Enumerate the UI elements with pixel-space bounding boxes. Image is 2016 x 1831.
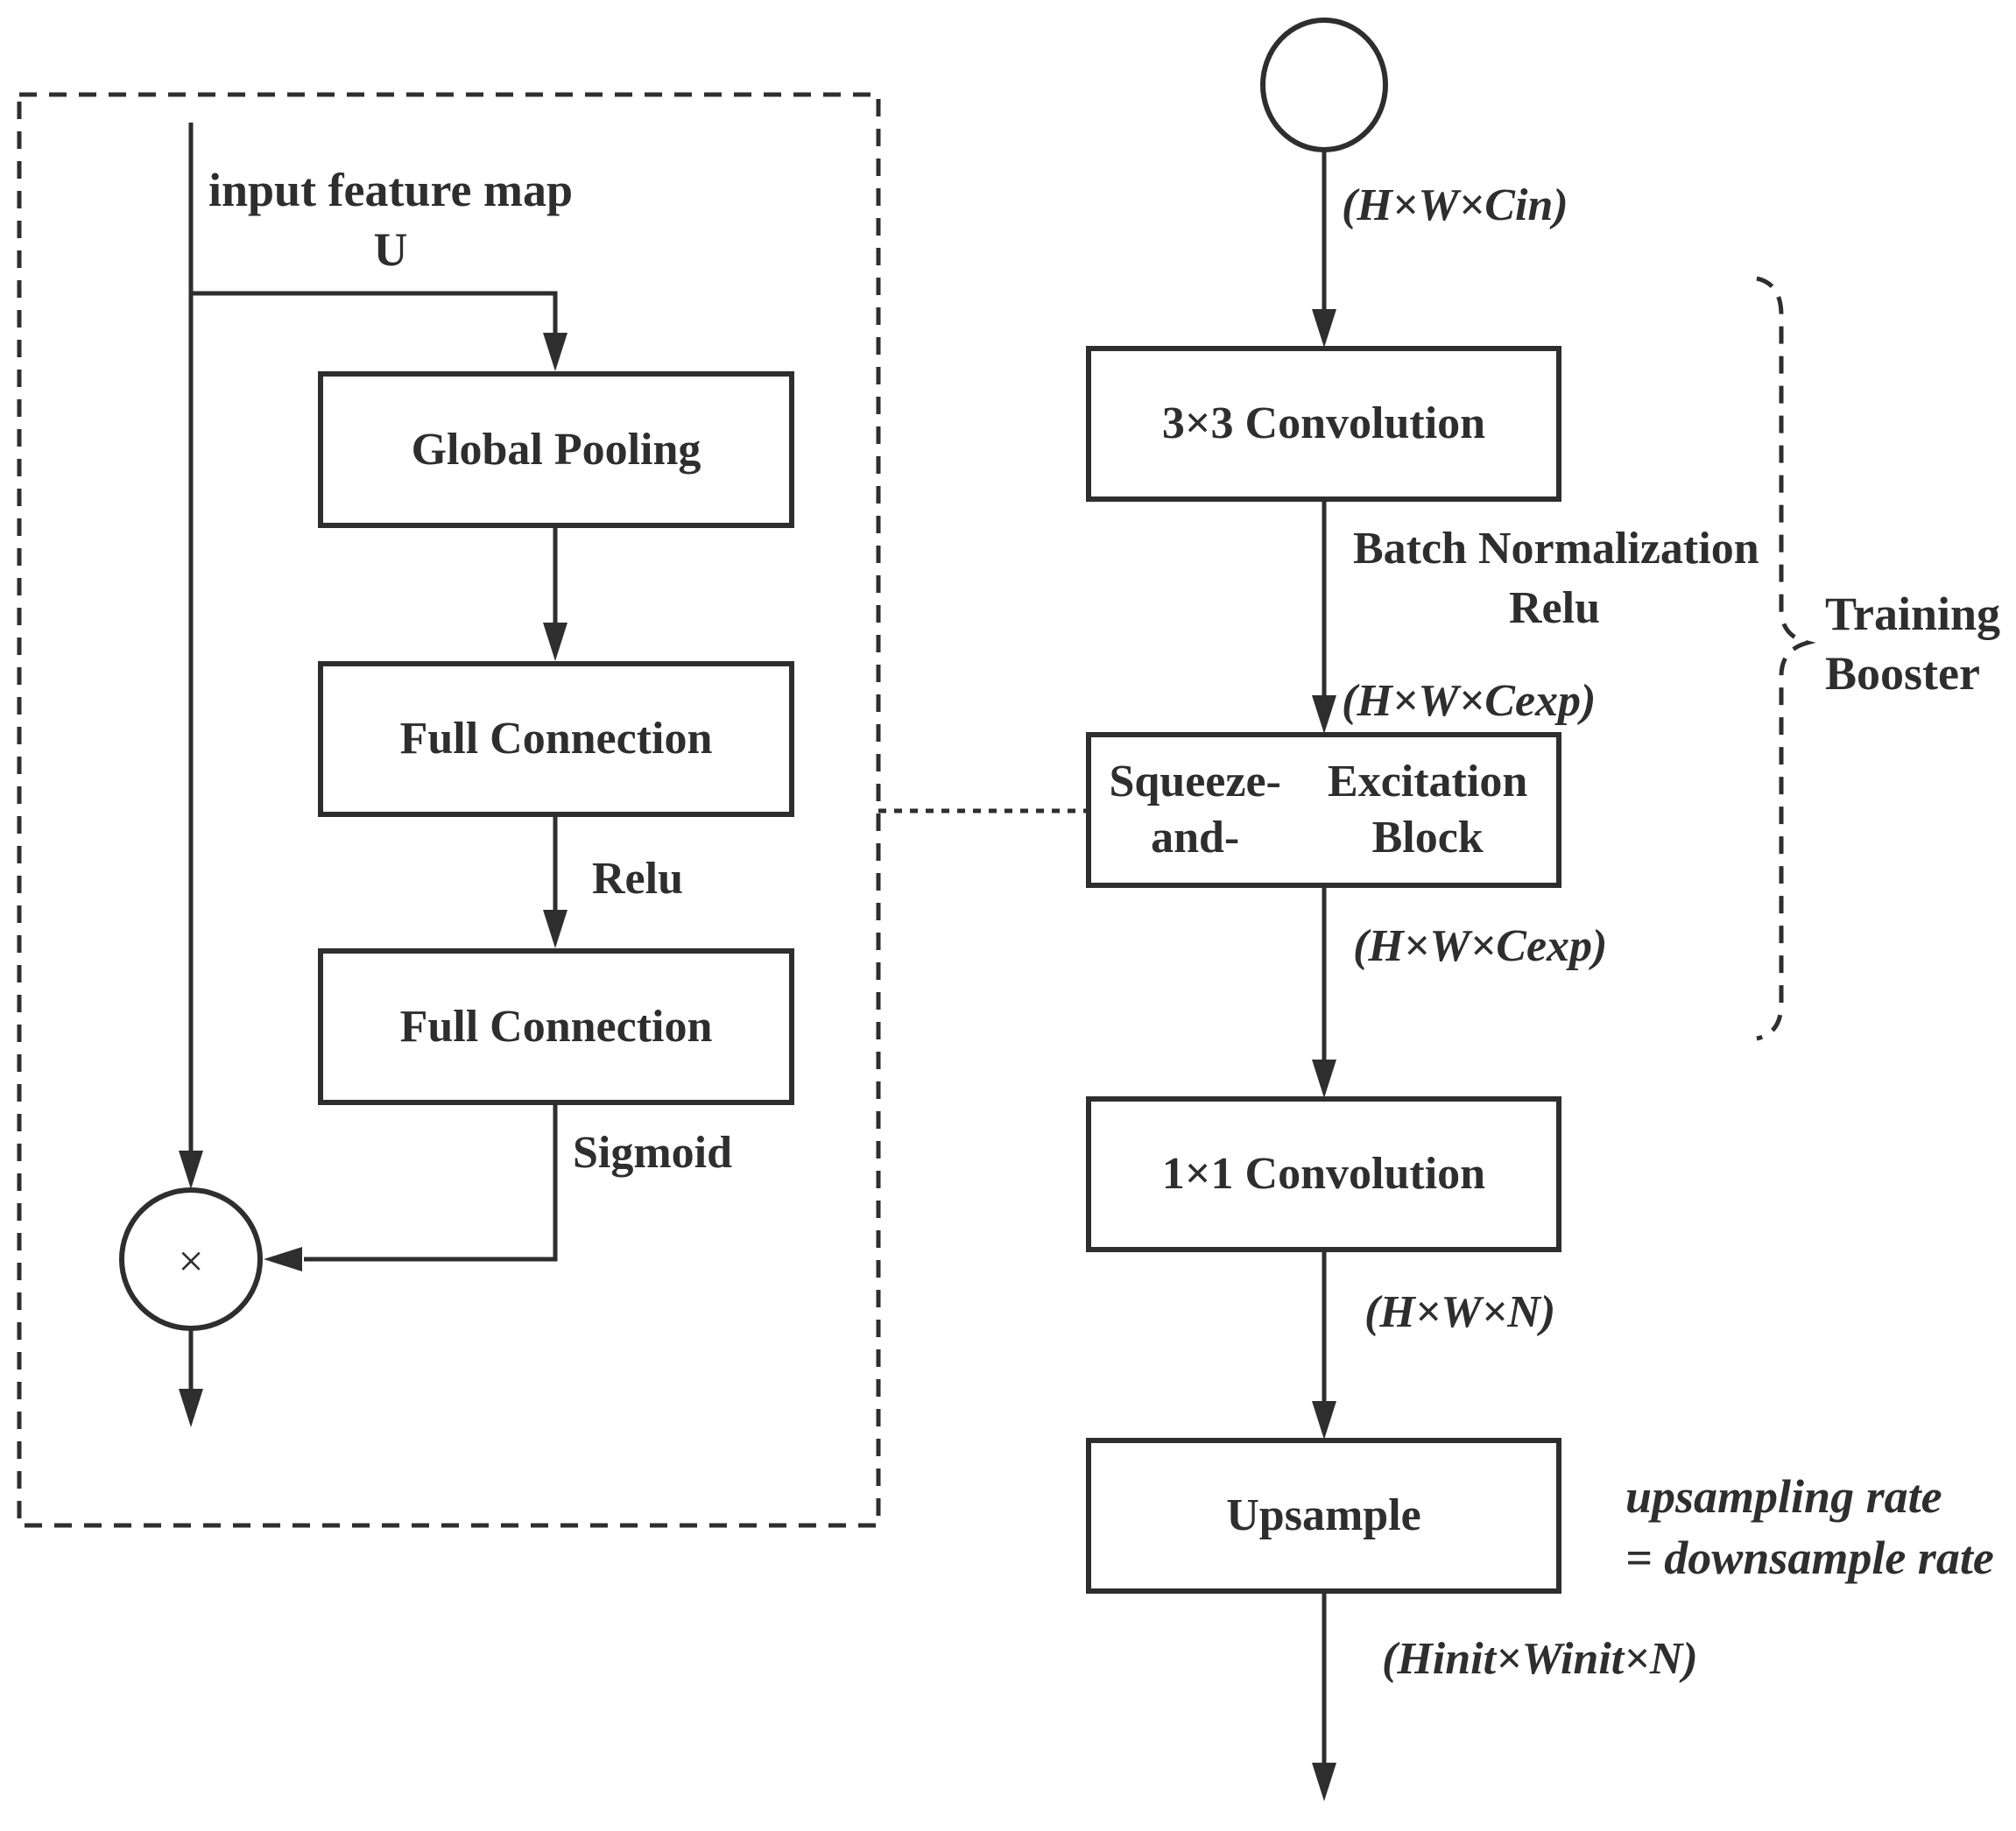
arrowhead-into-multiply-right <box>264 1247 302 1271</box>
arrowhead-into-global-pooling <box>543 333 567 371</box>
sigmoid-edge-label: Sigmoid <box>573 1128 733 1178</box>
batch-normalization-relu-label: Relu <box>1509 583 1600 633</box>
batch-normalization-label: Batch Normalization <box>1353 524 1759 574</box>
arrowhead-into-upsample <box>1312 1401 1336 1440</box>
arrowhead-into-se-block <box>1312 695 1336 734</box>
dim-label-output: (Hinit×Winit×N) <box>1382 1634 1698 1684</box>
arrowhead-final-output <box>1312 1763 1336 1801</box>
multiply-symbol: × <box>178 1237 203 1287</box>
arrowhead-into-fc2 <box>543 910 567 948</box>
dim-label-exp-below-se: (H×W×Cexp) <box>1353 921 1608 971</box>
node-upsample: Upsample <box>1086 1438 1561 1594</box>
node-conv3x3: 3×3 Convolution <box>1086 346 1561 502</box>
input-feature-map-symbol: U <box>373 223 408 276</box>
dim-label-input: (H×W×Cin) <box>1342 180 1568 230</box>
node-conv1x1: 1×1 Convolution <box>1086 1096 1561 1252</box>
arrowhead-into-conv1 <box>1312 1060 1336 1098</box>
upsample-note-line1: upsampling rate <box>1625 1470 1942 1523</box>
node-full-connection-2: Full Connection <box>318 948 794 1105</box>
start-node-circle <box>1260 18 1388 152</box>
multiply-node-circle <box>119 1187 263 1331</box>
training-booster-brace <box>1756 276 1816 1041</box>
se-block-label-line2: Excitation Block <box>1328 757 1528 863</box>
input-feature-map-label: input feature map <box>208 164 574 216</box>
arrowhead-into-fc1 <box>543 623 567 661</box>
dim-label-n: (H×W×N) <box>1364 1287 1556 1337</box>
sigmoid-to-multiply-line <box>304 1105 558 1262</box>
node-full-connection-1: Full Connection <box>318 661 794 817</box>
dim-label-exp-above-se: (H×W×Cexp) <box>1342 676 1597 726</box>
node-squeeze-excitation-block: Squeeze-and- Excitation Block <box>1086 732 1561 888</box>
upsample-note-line2: = downsample rate <box>1625 1532 1994 1584</box>
branch-to-global-pooling <box>191 291 558 338</box>
se-block-label-line1: Squeeze-and- <box>1109 757 1281 863</box>
node-global-pooling: Global Pooling <box>318 371 794 528</box>
training-booster-label-line2: Booster <box>1825 647 1980 700</box>
arrowhead-detail-output <box>179 1389 203 1427</box>
arrowhead-into-multiply-top <box>179 1151 203 1189</box>
arrowhead-into-conv3 <box>1312 309 1336 348</box>
relu-edge-label: Relu <box>592 854 683 904</box>
se-detail-dashed-border <box>17 92 881 1528</box>
training-booster-label-line1: Training <box>1825 588 2001 640</box>
